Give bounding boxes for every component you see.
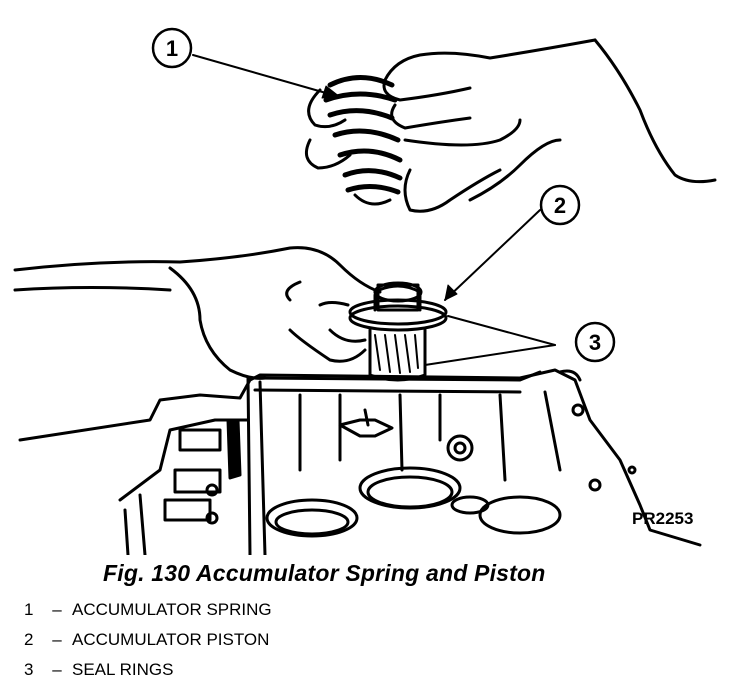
- accumulator-illustration: 1 2 3 PR2253: [13, 27, 717, 555]
- legend-label: ACCUMULATOR PISTON: [72, 630, 270, 649]
- legend-label: ACCUMULATOR SPRING: [72, 600, 272, 619]
- legend-label: SEAL RINGS: [72, 660, 174, 679]
- legend-item-2: 2–ACCUMULATOR PISTON: [24, 628, 272, 658]
- callout-legend: 1–ACCUMULATOR SPRING 2–ACCUMULATOR PISTO…: [24, 598, 272, 688]
- legend-number: 1: [24, 600, 34, 619]
- arrowheads: [321, 85, 458, 301]
- legend-separator: –: [52, 600, 62, 619]
- callout-number-2: 2: [554, 193, 566, 218]
- legend-item-1: 1–ACCUMULATOR SPRING: [24, 598, 272, 628]
- callout-circle-2: [539, 184, 581, 226]
- lower-hand: [13, 246, 382, 380]
- upper-hand: [304, 38, 717, 213]
- figure-code: PR2253: [632, 509, 693, 528]
- leader-lines: [192, 54, 556, 366]
- transmission-case: [18, 368, 702, 555]
- accumulator-spring: [323, 75, 403, 195]
- callout-number-3: 3: [589, 330, 601, 355]
- legend-number: 3: [24, 660, 34, 679]
- callout-circle-1: [151, 27, 193, 69]
- legend-item-3: 3–SEAL RINGS: [24, 658, 272, 688]
- callout-circle-3: [574, 321, 616, 363]
- callout-number-1: 1: [166, 36, 178, 61]
- accumulator-piston: [348, 281, 448, 382]
- figure-caption: Fig. 130 Accumulator Spring and Piston: [103, 560, 546, 586]
- legend-separator: –: [52, 630, 62, 649]
- legend-separator: –: [52, 660, 62, 679]
- legend-number: 2: [24, 630, 34, 649]
